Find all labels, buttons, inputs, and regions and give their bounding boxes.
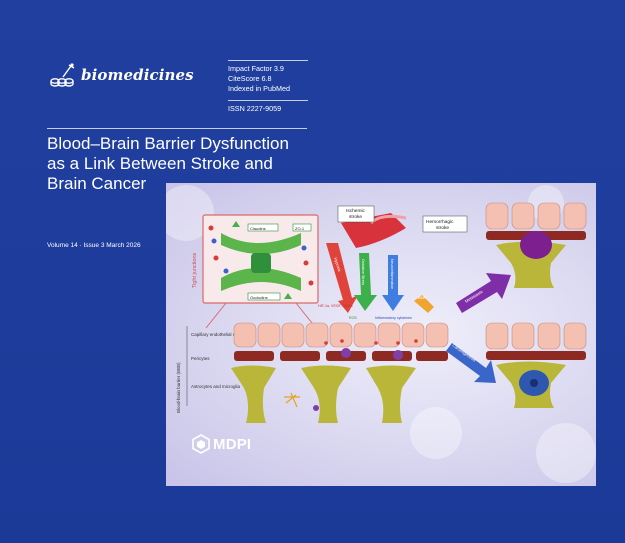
mdpi-hexagon-icon bbox=[192, 434, 210, 454]
mmp-label: MMP bbox=[418, 296, 427, 300]
citescore: CiteScore 6.8 bbox=[228, 74, 272, 83]
pericytes-label: Pericytes bbox=[191, 356, 210, 361]
occludins-label: Occludins bbox=[250, 295, 268, 300]
test-tube-rack-icon bbox=[50, 63, 75, 87]
article-title: Blood–Brain Barrier Dysfunction as a Lin… bbox=[47, 134, 317, 194]
metastasis-arrow bbox=[456, 273, 511, 313]
capillary-label: Capillary endothelial cells bbox=[191, 332, 243, 337]
carcinogenesis-panel bbox=[485, 322, 587, 408]
title-line: Blood–Brain Barrier Dysfunction bbox=[47, 134, 289, 153]
pericytes bbox=[234, 351, 448, 361]
endothelial-cells bbox=[233, 322, 449, 348]
claudins-label: Claudins bbox=[250, 226, 266, 231]
cytokines-label: Inflammatory cytokines bbox=[375, 316, 412, 320]
astrocytes-label: Astrocytes and microglia bbox=[191, 384, 241, 389]
occludins-box bbox=[247, 292, 281, 301]
astrocytes bbox=[231, 365, 416, 423]
zo1-box bbox=[292, 223, 312, 232]
cover-illustration: Tight junctions Claudins ZO-1 Occludins bbox=[166, 183, 596, 486]
ros-label: ROS bbox=[349, 316, 357, 320]
metrics-divider bbox=[228, 100, 308, 101]
metrics-divider bbox=[228, 60, 308, 61]
metastasis-panel bbox=[485, 202, 587, 288]
claudins-box bbox=[247, 223, 279, 232]
junction-core bbox=[251, 253, 271, 273]
markers-label: HIF-1α, VEGF, MMPs bbox=[318, 304, 353, 308]
hemorrhagic-stroke-box bbox=[422, 215, 468, 233]
title-divider bbox=[47, 128, 307, 129]
pathway-arrows bbox=[326, 243, 434, 313]
title-line: as a Link Between Stroke and bbox=[47, 154, 273, 173]
inflammation-label: Neuroinflammation bbox=[390, 259, 394, 289]
publisher-name: MDPI bbox=[213, 435, 252, 453]
publisher-logo: MDPI bbox=[191, 434, 251, 454]
bbb-diagram: Tight junctions Claudins ZO-1 Occludins bbox=[166, 185, 596, 483]
tight-junctions-label: Tight junctions bbox=[192, 252, 198, 288]
issn: ISSN 2227-9059 bbox=[228, 104, 282, 113]
indexing: Indexed in PubMed bbox=[228, 84, 290, 93]
carcinogenesis-arrow bbox=[446, 343, 496, 383]
journal-metrics: Impact Factor 3.9 CiteScore 6.8 Indexed … bbox=[228, 60, 308, 114]
claudin-shape bbox=[221, 233, 301, 254]
microglia bbox=[284, 392, 300, 408]
volume-issue: Volume 14 · Issue 3 March 2026 bbox=[47, 242, 141, 249]
journal-name: biomedicines bbox=[81, 66, 194, 84]
title-line: Brain Cancer bbox=[47, 174, 147, 193]
hypoxia-label: Hypoxia bbox=[333, 257, 342, 273]
ischemic-stroke-box bbox=[337, 205, 375, 223]
occludin-shape bbox=[221, 268, 301, 291]
journal-logo: biomedicines bbox=[47, 62, 194, 88]
oxidative-label: Oxidative Stress bbox=[361, 259, 365, 285]
zo1-label: ZO-1 bbox=[295, 226, 305, 231]
bbb-label: Blood-brain barrier (BBB) bbox=[176, 362, 181, 413]
impact-factor: Impact Factor 3.9 bbox=[228, 64, 284, 73]
